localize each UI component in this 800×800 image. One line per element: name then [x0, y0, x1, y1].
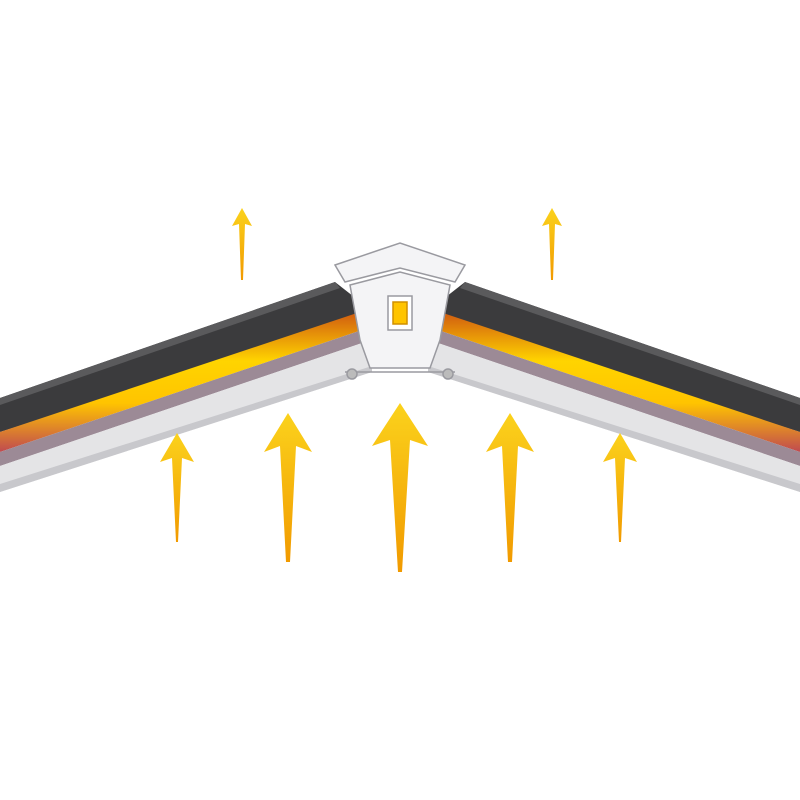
left-bar-led-strip [0, 312, 362, 452]
arrow-up-icon [372, 403, 428, 572]
arrow-up-icon [232, 208, 252, 280]
right-bar-led-strip [438, 312, 800, 452]
right-bar-diffuser [435, 330, 800, 466]
left-light-bar [0, 282, 372, 492]
right-light-bar [428, 282, 800, 492]
left-bar-diffuser [0, 330, 365, 466]
connector-screw-right [442, 368, 454, 380]
left-bar-top-highlight [0, 282, 340, 405]
right-bar-bottom-shade [428, 366, 800, 492]
arrow-up-icon [264, 413, 312, 562]
connector-led-chip [392, 301, 408, 325]
arrow-up-icon [160, 433, 194, 542]
right-bar-top-highlight [460, 282, 800, 405]
arrow-up-icon [486, 413, 534, 562]
light-direction-arrows [160, 208, 637, 572]
arrow-up-icon [603, 433, 637, 542]
left-bar-housing-dark [0, 282, 360, 432]
left-bar-bottom-shade [0, 366, 372, 492]
connector-screw-left [346, 368, 358, 380]
arrow-up-icon [542, 208, 562, 280]
right-bar-housing-dark [440, 282, 800, 432]
connector-cap [333, 242, 467, 283]
corner-connector [333, 242, 467, 380]
